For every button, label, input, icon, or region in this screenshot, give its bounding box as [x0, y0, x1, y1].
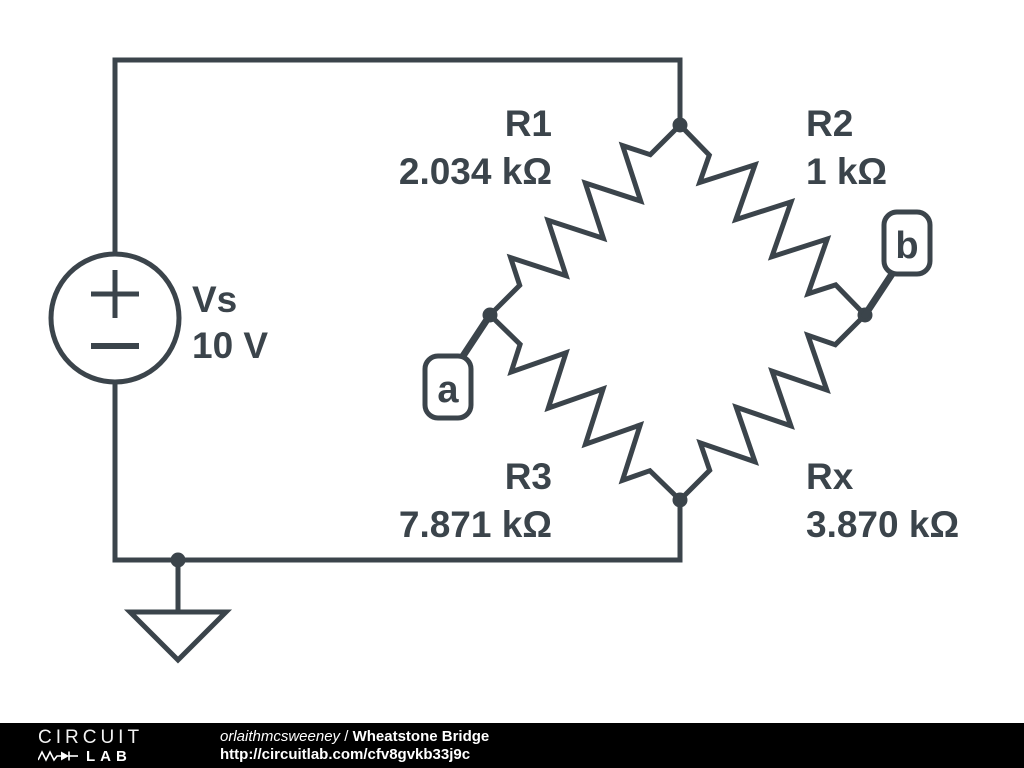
r1-value-label: 2.034 kΩ: [399, 151, 552, 192]
r3-value-label: 7.871 kΩ: [399, 504, 552, 545]
r2-value-label: 1 kΩ: [806, 151, 887, 192]
logo-circuit-text: CIRCUIT: [38, 726, 144, 748]
resistor-r2-symbol: [677, 122, 868, 318]
footer-bar: CIRCUIT LAB orlaithmcsweeney / Wheatston…: [0, 723, 1024, 768]
ground-symbol: [123, 560, 233, 664]
resistor-r3-symbol: [487, 312, 683, 503]
rx-value-label: 3.870 kΩ: [806, 504, 959, 545]
resistor-r1-symbol: [487, 122, 683, 318]
schematic-title: Wheatstone Bridge: [352, 727, 490, 745]
logo-lab-text: LAB: [86, 747, 132, 765]
probe-a-label: a: [437, 369, 459, 411]
probe-b: b: [861, 209, 933, 319]
ground-junction-dot: [170, 552, 186, 568]
footer-attribution: orlaithmcsweeney / Wheatstone Bridge htt…: [220, 728, 489, 764]
separator: /: [340, 727, 353, 745]
schematic-url[interactable]: http://circuitlab.com/cfv8gvkb33j9c: [220, 745, 471, 763]
node-top-dot: [672, 117, 688, 133]
rx-name-label: Rx: [806, 456, 854, 497]
resistor-rx-symbol: [677, 312, 868, 503]
r1-name-label: R1: [505, 103, 552, 144]
author-name: orlaithmcsweeney: [220, 727, 341, 745]
source-value-label: 10 V: [192, 325, 268, 366]
probe-b-label: b: [895, 225, 918, 267]
node-bottom-dot: [672, 492, 688, 508]
probe-a: a: [422, 311, 494, 421]
wire-top-loop: [112, 57, 683, 253]
waveform-diode-icon: [38, 749, 78, 762]
r2-name-label: R2: [806, 103, 853, 144]
wire-bottom-loop: [112, 383, 683, 563]
circuitlab-logo: CIRCUIT LAB: [38, 728, 188, 764]
source-name-label: Vs: [192, 279, 237, 320]
r3-name-label: R3: [505, 456, 552, 497]
voltage-source-vs: [48, 251, 182, 385]
wheatstone-bridge-schematic: Vs 10 V a b R1 2.034 kΩ R2 1 kΩ R3: [48, 57, 960, 664]
schematic-attribution-line: orlaithmcsweeney / Wheatstone Bridge: [220, 728, 489, 746]
